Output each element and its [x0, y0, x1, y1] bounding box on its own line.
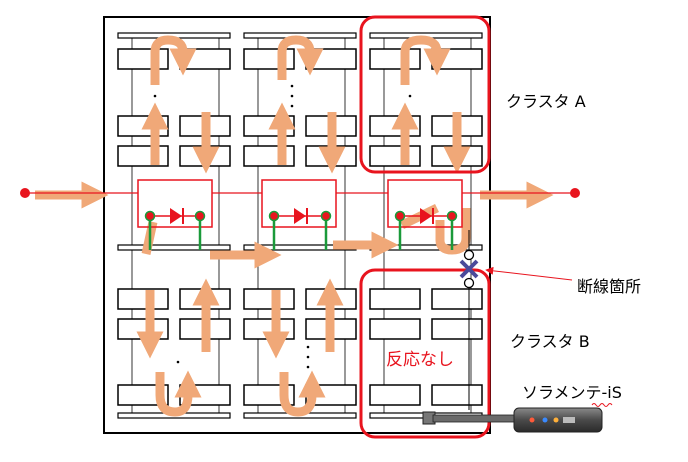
array-frame: [103, 16, 491, 434]
output-terminal: [570, 188, 580, 198]
cluster-a-label: クラスタ A: [506, 92, 586, 111]
junction-box-1: [137, 179, 213, 250]
tool-label: ソラメンテ-iS: [522, 383, 622, 402]
tester-tool-icon: [422, 407, 603, 433]
cluster-b-highlight: [359, 268, 491, 439]
junction-box-3: [387, 179, 463, 250]
input-terminal: [20, 188, 30, 198]
main-wires: [20, 188, 580, 198]
junction-box-2: [261, 179, 337, 250]
break-point-marker: [459, 230, 479, 410]
no-response-label: 反応なし: [386, 350, 454, 370]
break-pointer-arrow: [485, 266, 573, 281]
cluster-a-highlight: [359, 15, 491, 174]
current-flow-arrows: [35, 35, 554, 417]
break-point-label: 断線箇所: [577, 277, 642, 296]
cluster-b-label: クラスタ B: [510, 332, 590, 351]
spellcheck-squiggle: [591, 403, 613, 407]
ellipsis-dots: [153, 84, 412, 369]
